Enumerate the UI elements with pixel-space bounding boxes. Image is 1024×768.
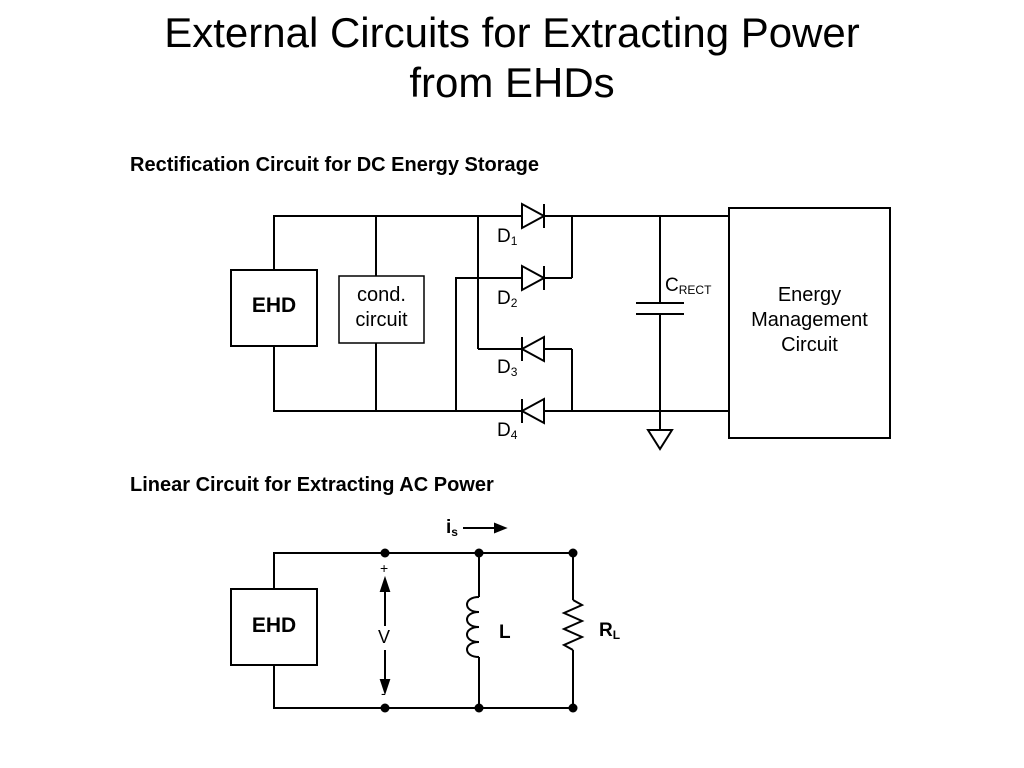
diode-label-d1-name: D bbox=[497, 226, 511, 247]
wire-linear-bottom bbox=[273, 665, 573, 709]
voltage-arrow bbox=[379, 575, 391, 696]
resistor-label: RL bbox=[599, 620, 620, 642]
capacitor-label-name: C bbox=[665, 275, 679, 296]
diode-label-d3-name: D bbox=[497, 357, 511, 378]
diode-d1 bbox=[478, 202, 572, 230]
rectifier-ehd-label: EHD bbox=[251, 294, 297, 317]
energy-management-label: Energy Management Circuit bbox=[729, 283, 890, 358]
inductor-l bbox=[466, 553, 480, 708]
linear-ehd-label: EHD bbox=[251, 614, 297, 637]
cond-circuit-label: cond. circuit bbox=[339, 283, 424, 333]
current-label-sub: s bbox=[451, 525, 458, 539]
diode-label-d1-sub: 1 bbox=[510, 234, 518, 248]
diode-d3 bbox=[478, 335, 572, 363]
current-label-name: i bbox=[446, 517, 452, 538]
diode-d2 bbox=[521, 264, 572, 292]
title-line-2: from EHDs bbox=[409, 59, 615, 106]
capacitor-label-sub: RECT bbox=[678, 283, 712, 297]
diode-label-d1: D1 bbox=[497, 226, 517, 248]
wire-top-left bbox=[273, 215, 478, 270]
cond-circuit-box bbox=[338, 275, 425, 344]
diode-label-d2-name: D bbox=[497, 288, 511, 309]
linear-circuit bbox=[230, 522, 585, 713]
inductor-label: L bbox=[499, 622, 511, 643]
title-line-1: External Circuits for Extracting Power bbox=[164, 9, 860, 56]
current-label: is bbox=[446, 517, 458, 539]
resistor-rl bbox=[561, 553, 585, 708]
voltage-minus: - bbox=[381, 685, 386, 701]
linear-nodes bbox=[380, 548, 578, 713]
voltage-plus: + bbox=[380, 560, 389, 576]
resistor-label-sub: L bbox=[612, 628, 621, 642]
diode-label-d2-sub: 2 bbox=[510, 296, 518, 310]
diode-label-d4: D4 bbox=[497, 420, 517, 442]
wire-linear-top bbox=[273, 552, 573, 589]
energy-management-box bbox=[728, 207, 891, 439]
capacitor-crect bbox=[636, 216, 684, 430]
rectifier-heading: Rectification Circuit for DC Energy Stor… bbox=[130, 154, 539, 176]
diode-label-d2: D2 bbox=[497, 288, 517, 310]
diode-label-d4-name: D bbox=[497, 420, 511, 441]
capacitor-label: CRECT bbox=[665, 275, 711, 297]
diode-label-d3-sub: 3 bbox=[510, 365, 518, 379]
rectifier-circuit bbox=[230, 202, 891, 451]
emc-line-2: Management bbox=[751, 309, 868, 331]
cond-circuit-line-2: circuit bbox=[355, 309, 408, 331]
emc-line-3: Circuit bbox=[781, 334, 838, 356]
cond-circuit-line-1: cond. bbox=[357, 284, 406, 306]
diode-label-d3: D3 bbox=[497, 357, 517, 379]
resistor-label-name: R bbox=[599, 620, 613, 641]
voltage-label: V bbox=[378, 627, 391, 647]
wire-bottom-left bbox=[273, 346, 522, 412]
emc-line-1: Energy bbox=[777, 284, 842, 306]
ground-symbol bbox=[646, 429, 674, 451]
current-arrow bbox=[463, 522, 508, 534]
slide-title: External Circuits for Extracting Power f… bbox=[0, 8, 1024, 108]
linear-heading: Linear Circuit for Extracting AC Power bbox=[130, 474, 494, 496]
diode-label-d4-sub: 4 bbox=[510, 428, 518, 442]
wire-bridge-lower-input bbox=[455, 277, 522, 411]
diode-d4 bbox=[519, 397, 729, 425]
